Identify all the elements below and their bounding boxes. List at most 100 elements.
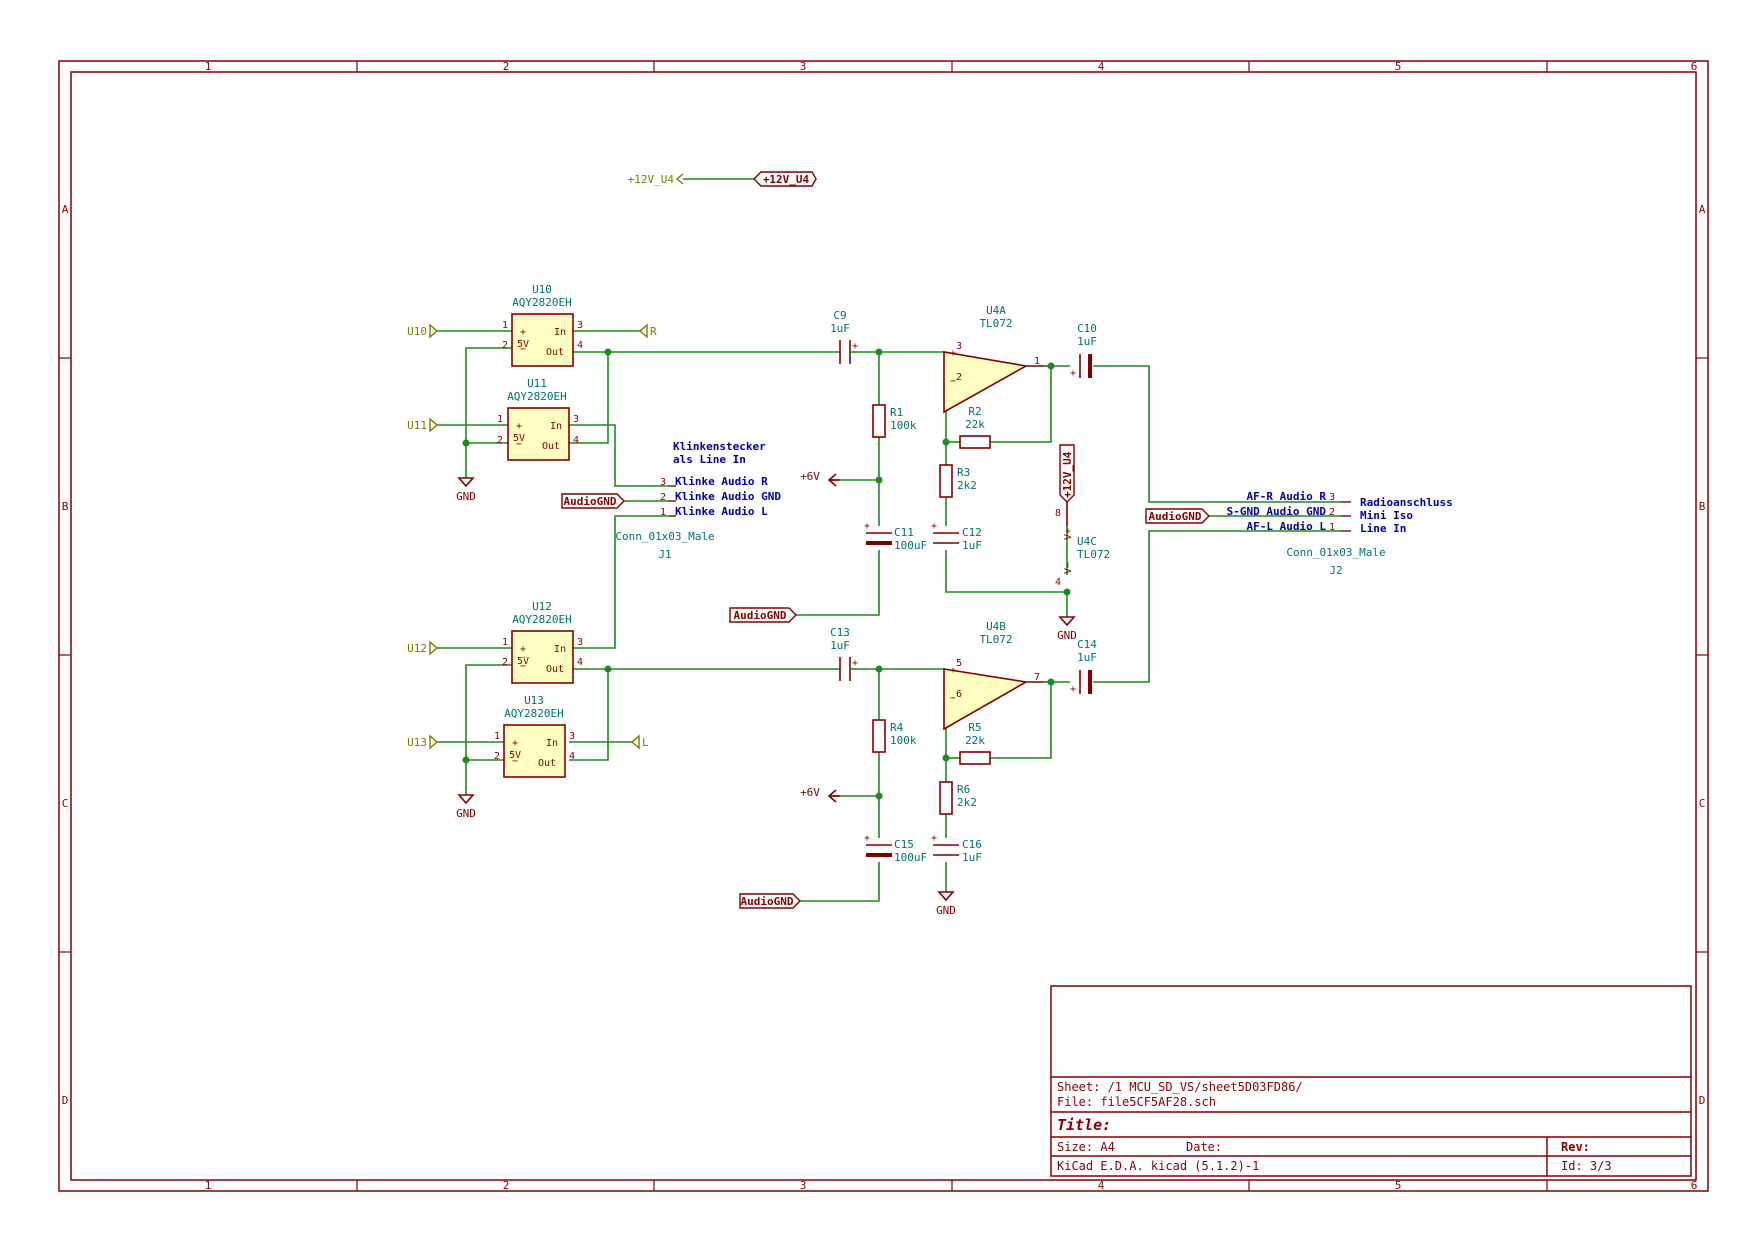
svg-text:5: 5 [956,658,962,669]
u12-in: In [554,644,566,655]
svg-text:2: 2 [502,340,508,351]
zone-row-d-left: D [62,1094,69,1107]
hier-label-r: R [650,325,657,338]
u13-out: Out [538,758,556,769]
resistor-r3: R3 2k2 [939,464,977,498]
audiognd-label-c11: AudioGND [729,607,797,623]
c14-value: 1uF [1077,651,1097,664]
r3-value: 2k2 [957,479,977,492]
title-block-title: Title: [1057,1116,1111,1134]
c12-value: 1uF [962,539,982,552]
resistor-r1: R1 100k [872,404,917,438]
u12-out: Out [546,664,564,675]
u4c-vminus: V− [1063,562,1074,574]
title-block-tool: KiCad E.D.A. kicad (5.1.2)-1 [1057,1159,1259,1173]
u12-plus: + [520,644,526,655]
resistor-r5: R5 22k [959,721,991,765]
value-u10: AQY2820EH [512,296,572,309]
capacitor-c9: + C9 1uF [830,309,858,364]
svg-text:1: 1 [502,637,508,648]
audiognd-text-c11: AudioGND [734,609,787,622]
j2-pin1-num: 1 [1329,522,1335,533]
zone-col-6-bottom: 6 [1691,1179,1698,1192]
j1-pin3-name: Klinke Audio R [675,475,768,488]
zone-row-c-left: C [62,797,69,810]
value-u13: AQY2820EH [504,707,564,720]
ref-u13: U13 [524,694,544,707]
u11-in: In [550,421,562,432]
svg-text:+: + [852,341,858,352]
zone-col-5-top: 5 [1395,60,1402,73]
r2-ref: R2 [968,405,981,418]
r5-value: 22k [965,734,985,747]
svg-text:2: 2 [956,372,962,383]
j1-title-line1: Klinkenstecker [673,440,766,453]
power-header: +12V_U4 +12V_U4 [628,171,817,187]
plus6v-top: +6V [800,470,840,487]
c10-ref: C10 [1077,322,1097,335]
j1-ref: J1 [658,548,671,561]
u4c-ref: U4C [1077,535,1097,548]
opamp-u4b: + − 5 6 7 U4B TL072 [943,620,1044,731]
u4b-value: TL072 [979,633,1012,646]
svg-text:3: 3 [577,320,583,331]
zone-col-4-bottom: 4 [1098,1179,1105,1192]
svg-text:+: + [931,521,937,532]
r1-value: 100k [890,419,917,432]
j2-pin3-num: 3 [1329,492,1335,503]
svg-text:3: 3 [573,414,579,425]
zone-row-c-right: C [1699,797,1706,810]
svg-text:3: 3 [956,341,962,352]
junctions [462,348,1071,800]
c9-ref: C9 [833,309,846,322]
r3-ref: R3 [957,466,970,479]
gnd-label-u4c: GND [1057,629,1077,642]
u13-5v: 5V [509,750,521,761]
gnd-symbol-c16: GND [936,891,956,917]
zone-row-b-right: B [1699,500,1706,513]
plus6v-label-bottom: +6V [800,786,820,799]
svg-text:4: 4 [569,751,575,762]
zone-col-2-top: 2 [503,60,510,73]
audiognd-text-c15: AudioGND [741,895,794,908]
u4b-ref: U4B [986,620,1006,633]
c11-value: 100uF [894,539,927,552]
resistor-r2: R2 22k [959,405,991,449]
svg-text:+: + [950,665,956,676]
resistor-r6: R6 2k2 [939,781,977,815]
r6-ref: R6 [957,783,970,796]
u10-minus: − [520,344,526,355]
svg-text:6: 6 [956,689,962,700]
svg-text:2: 2 [502,657,508,668]
svg-text:3: 3 [577,637,583,648]
audiognd-label-c15: AudioGND [739,893,801,909]
c13-ref: C13 [830,626,850,639]
svg-text:4: 4 [1055,577,1061,588]
u4c-vplus: V+ [1063,528,1074,540]
c10-value: 1uF [1077,335,1097,348]
hier-label-12v-u4: +12V_U4 [628,173,675,186]
u13-minus: − [512,756,518,767]
capacitor-c16: + C16 1uF [931,833,982,864]
connector-j2: AF-R Audio R S-GND Audio GND AF-L Audio … [1227,490,1453,577]
svg-text:2: 2 [497,435,503,446]
svg-text:−: − [950,376,956,387]
u12-minus: − [520,661,526,672]
svg-text:2: 2 [494,751,500,762]
svg-text:+: + [1070,368,1076,379]
j1-value: Conn_01x03_Male [615,530,714,543]
gnd-label-c16: GND [936,904,956,917]
j2-pin2-num: 2 [1329,507,1335,518]
j2-pin1-name: AF-L Audio L [1247,520,1327,533]
j2-ref: J2 [1329,564,1342,577]
j1-pin2-name: Klinke Audio GND [675,490,781,503]
r4-value: 100k [890,734,917,747]
u13-in: In [546,738,558,749]
u4c-value: TL072 [1077,548,1110,561]
zone-col-5-bottom: 5 [1395,1179,1402,1192]
ref-u10: U10 [532,283,552,296]
zone-row-d-right: D [1699,1094,1706,1107]
title-block-id: Id: 3/3 [1561,1159,1612,1173]
u10-plus: + [520,327,526,338]
